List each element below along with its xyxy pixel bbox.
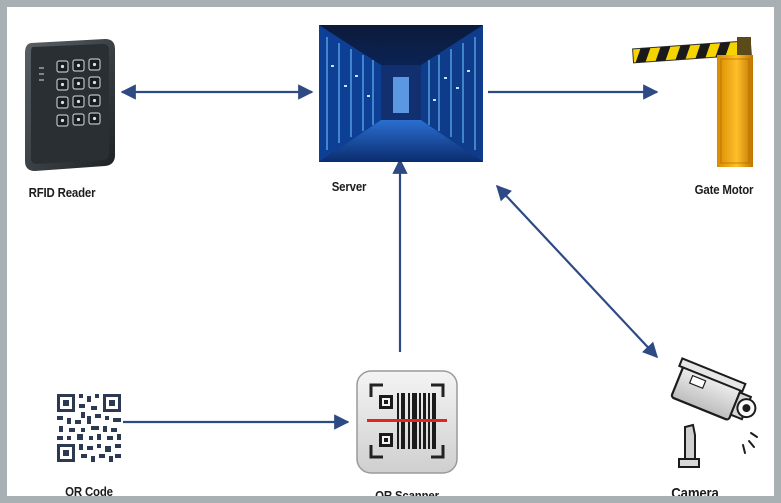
arrow-server-camera (495, 184, 659, 359)
qrcode-node (55, 392, 123, 464)
camera-label: Camera (671, 485, 719, 502)
rfid-keypad-icon (25, 39, 115, 171)
gate-label: Gate Motor (694, 182, 754, 197)
scanner-label: QR Scanner (375, 488, 439, 503)
rfid-label: RFID Reader (28, 185, 96, 200)
qr-code-icon (55, 392, 123, 464)
camera-node (663, 355, 763, 475)
server-node (319, 25, 483, 162)
qrcode-label: QR Code (65, 484, 113, 499)
server-room-icon (319, 25, 483, 162)
scanner-node (355, 369, 459, 475)
rfid-node (19, 35, 119, 177)
gate-node (629, 27, 763, 169)
boom-barrier-icon (632, 37, 753, 167)
server-label: Server (331, 179, 367, 194)
security-camera-icon (670, 357, 758, 468)
barcode-scanner-icon (356, 370, 458, 474)
